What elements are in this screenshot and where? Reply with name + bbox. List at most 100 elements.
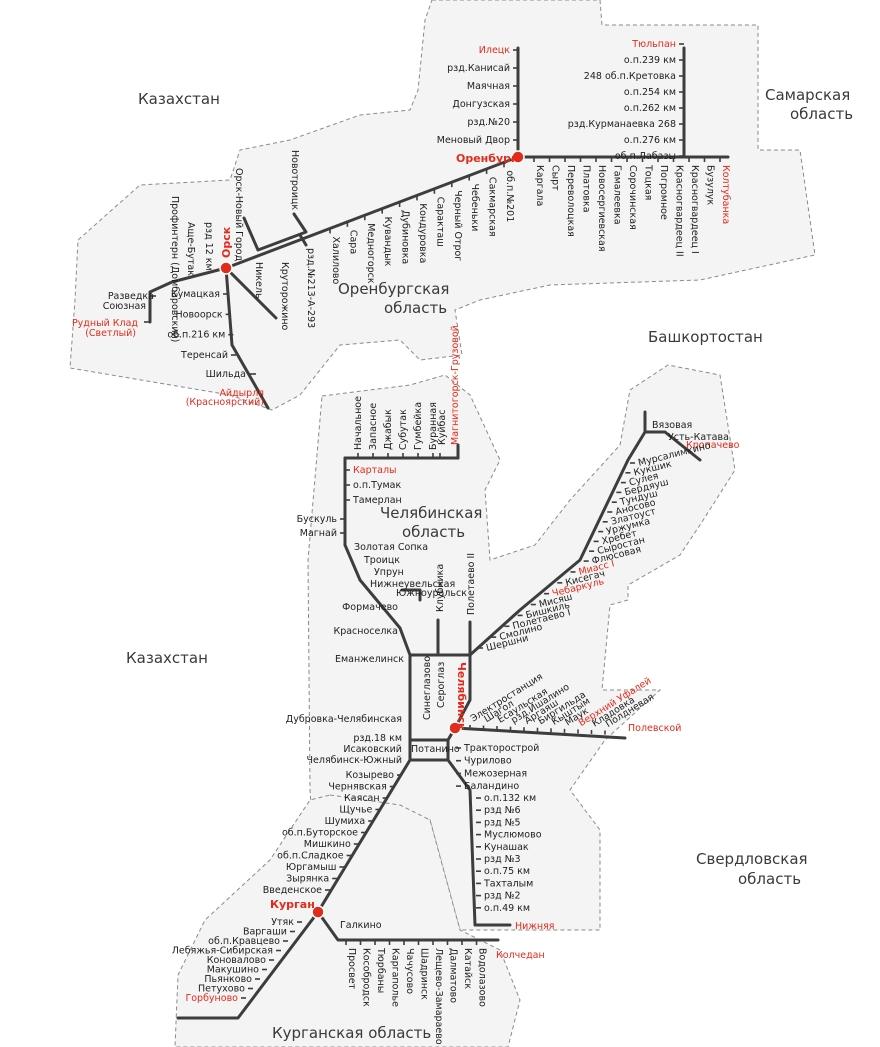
station-о-п-262-км: о.п.262 км <box>624 103 676 114</box>
station-о-п-132-км: о.п.132 км <box>484 793 536 804</box>
region-label-chelyabinsk: Челябинская <box>380 504 482 522</box>
station-рзд-12-км: рзд 12 км <box>203 222 214 271</box>
station-тракторострой: Тракторострой <box>463 743 539 754</box>
station-дубровка-челябинская: Дубровка-Челябинская <box>286 714 402 725</box>
station-рзд-канисай: рзд.Канисай <box>447 63 510 74</box>
station-упрун: Упрун <box>374 567 404 578</box>
station-каргаполье: Каргаполье <box>390 948 401 1007</box>
station-буранная: Буранная <box>428 402 439 450</box>
station-меновый-двор: Меновый Двор <box>437 135 510 146</box>
station-челябинск-южный: Челябинск-Южный <box>307 755 402 766</box>
station-орск-новый-город: Орск-Новый Город <box>233 168 244 262</box>
station-тахталым: Тахталым <box>483 878 533 889</box>
station-коновалово: Коновалово <box>207 955 266 966</box>
region-label-kazakhstan-middle: Казахстан <box>126 649 208 667</box>
station-кропачево: Кропачево <box>686 440 740 451</box>
station-об-п-сладкое: об.п.Сладкое <box>277 851 344 862</box>
station-колчедан: Колчедан <box>496 950 545 961</box>
station-петухово: Петухово <box>198 984 245 995</box>
station-кособродск: Кособродск <box>361 948 372 1007</box>
station-горбуново: Горбуново <box>185 993 238 1004</box>
station-джабык: Джабык <box>383 409 394 450</box>
station-бузулук: Бузулук <box>705 165 716 206</box>
station-круторожино: Круторожино <box>279 262 290 331</box>
station-утяк: Утяк <box>271 917 294 928</box>
station-об-п-кравцево: об.п.Кравцево <box>208 936 280 947</box>
station-катайск: Катайск <box>462 948 473 989</box>
region-label-kurgan: Курганская область <box>272 1024 431 1042</box>
station-рудный-клад: Рудный Клад <box>72 318 138 329</box>
station-нижняя: Нижняя <box>515 921 555 932</box>
station-гамалеевка: Гамалеевка <box>612 165 623 225</box>
station-красногвардеец-ii: Красногвардеец II <box>674 165 685 257</box>
station-сорочинская: Сорочинская <box>627 165 638 230</box>
station-платовка: Платовка <box>581 165 592 213</box>
hub-chelyabinsk-marker <box>448 721 462 735</box>
station-об-п-216-км: об.п.216 км <box>167 330 225 341</box>
station-каясан: Каясан <box>344 793 380 804</box>
station-рзд-18-км: рзд.18 км <box>353 733 402 744</box>
hub-orenburg-label: Оренбург <box>456 152 517 165</box>
station-шильда: Шильда <box>206 369 246 380</box>
station-красноярский: (Красноярский) <box>186 397 264 408</box>
station-синеглазово: Синеглазово <box>422 656 433 720</box>
station-халилово: Халилово <box>330 236 341 284</box>
station-профинтерн-домбаровский: Профинтерн (Домбаровский) <box>169 196 180 342</box>
station-потанино: Потанино <box>411 744 460 755</box>
station-союзная: Союзная <box>103 301 146 312</box>
station-рзд-5: рзд №5 <box>484 817 521 828</box>
station-илецк: Илецк <box>479 45 510 56</box>
station-разведка: Разведка <box>108 291 154 302</box>
station-рзд-6: рзд №6 <box>484 805 521 816</box>
region-label-samara-2: область <box>790 105 853 123</box>
station-баландино: Баландино <box>464 781 519 792</box>
station-об-п-лабазы: об.п.Лабазы <box>615 151 676 162</box>
hub-orenburg-marker <box>511 150 525 164</box>
station-светлый: (Светлый) <box>85 328 136 339</box>
station-каргала: Каргала <box>534 165 545 206</box>
region-label-samara: Самарская <box>765 86 850 104</box>
hub-kurgan-label: Курган <box>270 898 315 911</box>
station-магнитогорск-грузовой: Магнитогорск-Грузовой <box>450 325 461 445</box>
region-label-bashkortostan: Башкортостан <box>648 328 763 346</box>
station-о-п-49-км: о.п.49 км <box>484 903 530 914</box>
station-введенское: Введенское <box>263 885 322 896</box>
station-куйбас: Куйбас <box>437 410 448 445</box>
station-нижнеувельская: Нижнеувельская <box>370 579 455 590</box>
station-лебяжья-сибирская: Лебяжья-Сибирская <box>172 946 273 957</box>
station-рзд-2: рзд №2 <box>484 891 521 902</box>
station-сара: Сара <box>347 230 358 254</box>
station-начальное: Начальное <box>353 396 364 450</box>
station-о-п-254-км: о.п.254 км <box>624 87 676 98</box>
station-об-п-201: об.п.№201 <box>504 170 515 222</box>
station-чурилово: Чурилово <box>464 756 512 767</box>
station-козырево: Козырево <box>346 770 395 781</box>
station-айдырля: Айдырля <box>219 388 264 399</box>
station-новоорск: Новоорск <box>175 309 222 320</box>
station-черный-отрог: Черный Отрог <box>452 190 463 261</box>
station-юргамыш: Юргамыш <box>286 862 336 873</box>
station-кувандык: Кувандык <box>382 217 393 267</box>
region-label-sverdlovsk: Свердловская <box>696 850 808 868</box>
station-лещево-замараево: Лещево-Замараево <box>433 948 444 1045</box>
station-о-п-239-км: о.п.239 км <box>624 55 676 66</box>
station-тамерлан: Тамерлан <box>352 495 402 506</box>
station-о-п-тумак: о.п.Тумак <box>353 480 401 491</box>
station-рзд-213-а-293: рзд.№213-А-293 <box>305 248 316 328</box>
station-магнай: Магнай <box>300 528 337 539</box>
station-карталы: Карталы <box>353 465 397 476</box>
station-макушино: Макушино <box>207 965 259 976</box>
tracks <box>148 46 730 1020</box>
station-переволоцкая: Переволоцкая <box>565 165 576 237</box>
region-label-orenburg: Оренбургская <box>338 280 449 298</box>
station-бускуль: Бускуль <box>297 514 338 525</box>
hub-chelyabinsk-label: Челябинск <box>455 662 468 731</box>
station-еманжелинск: Еманжелинск <box>335 654 404 665</box>
station-муслюмово: Муслюмово <box>484 830 542 841</box>
hub-orsk-marker <box>219 261 233 275</box>
station-о-п-75-км: о.п.75 км <box>484 866 530 877</box>
station-зырянка: Зырянка <box>286 874 329 885</box>
station-шадринск: Шадринск <box>419 948 430 1000</box>
station-вязовая: Вязовая <box>652 420 692 431</box>
